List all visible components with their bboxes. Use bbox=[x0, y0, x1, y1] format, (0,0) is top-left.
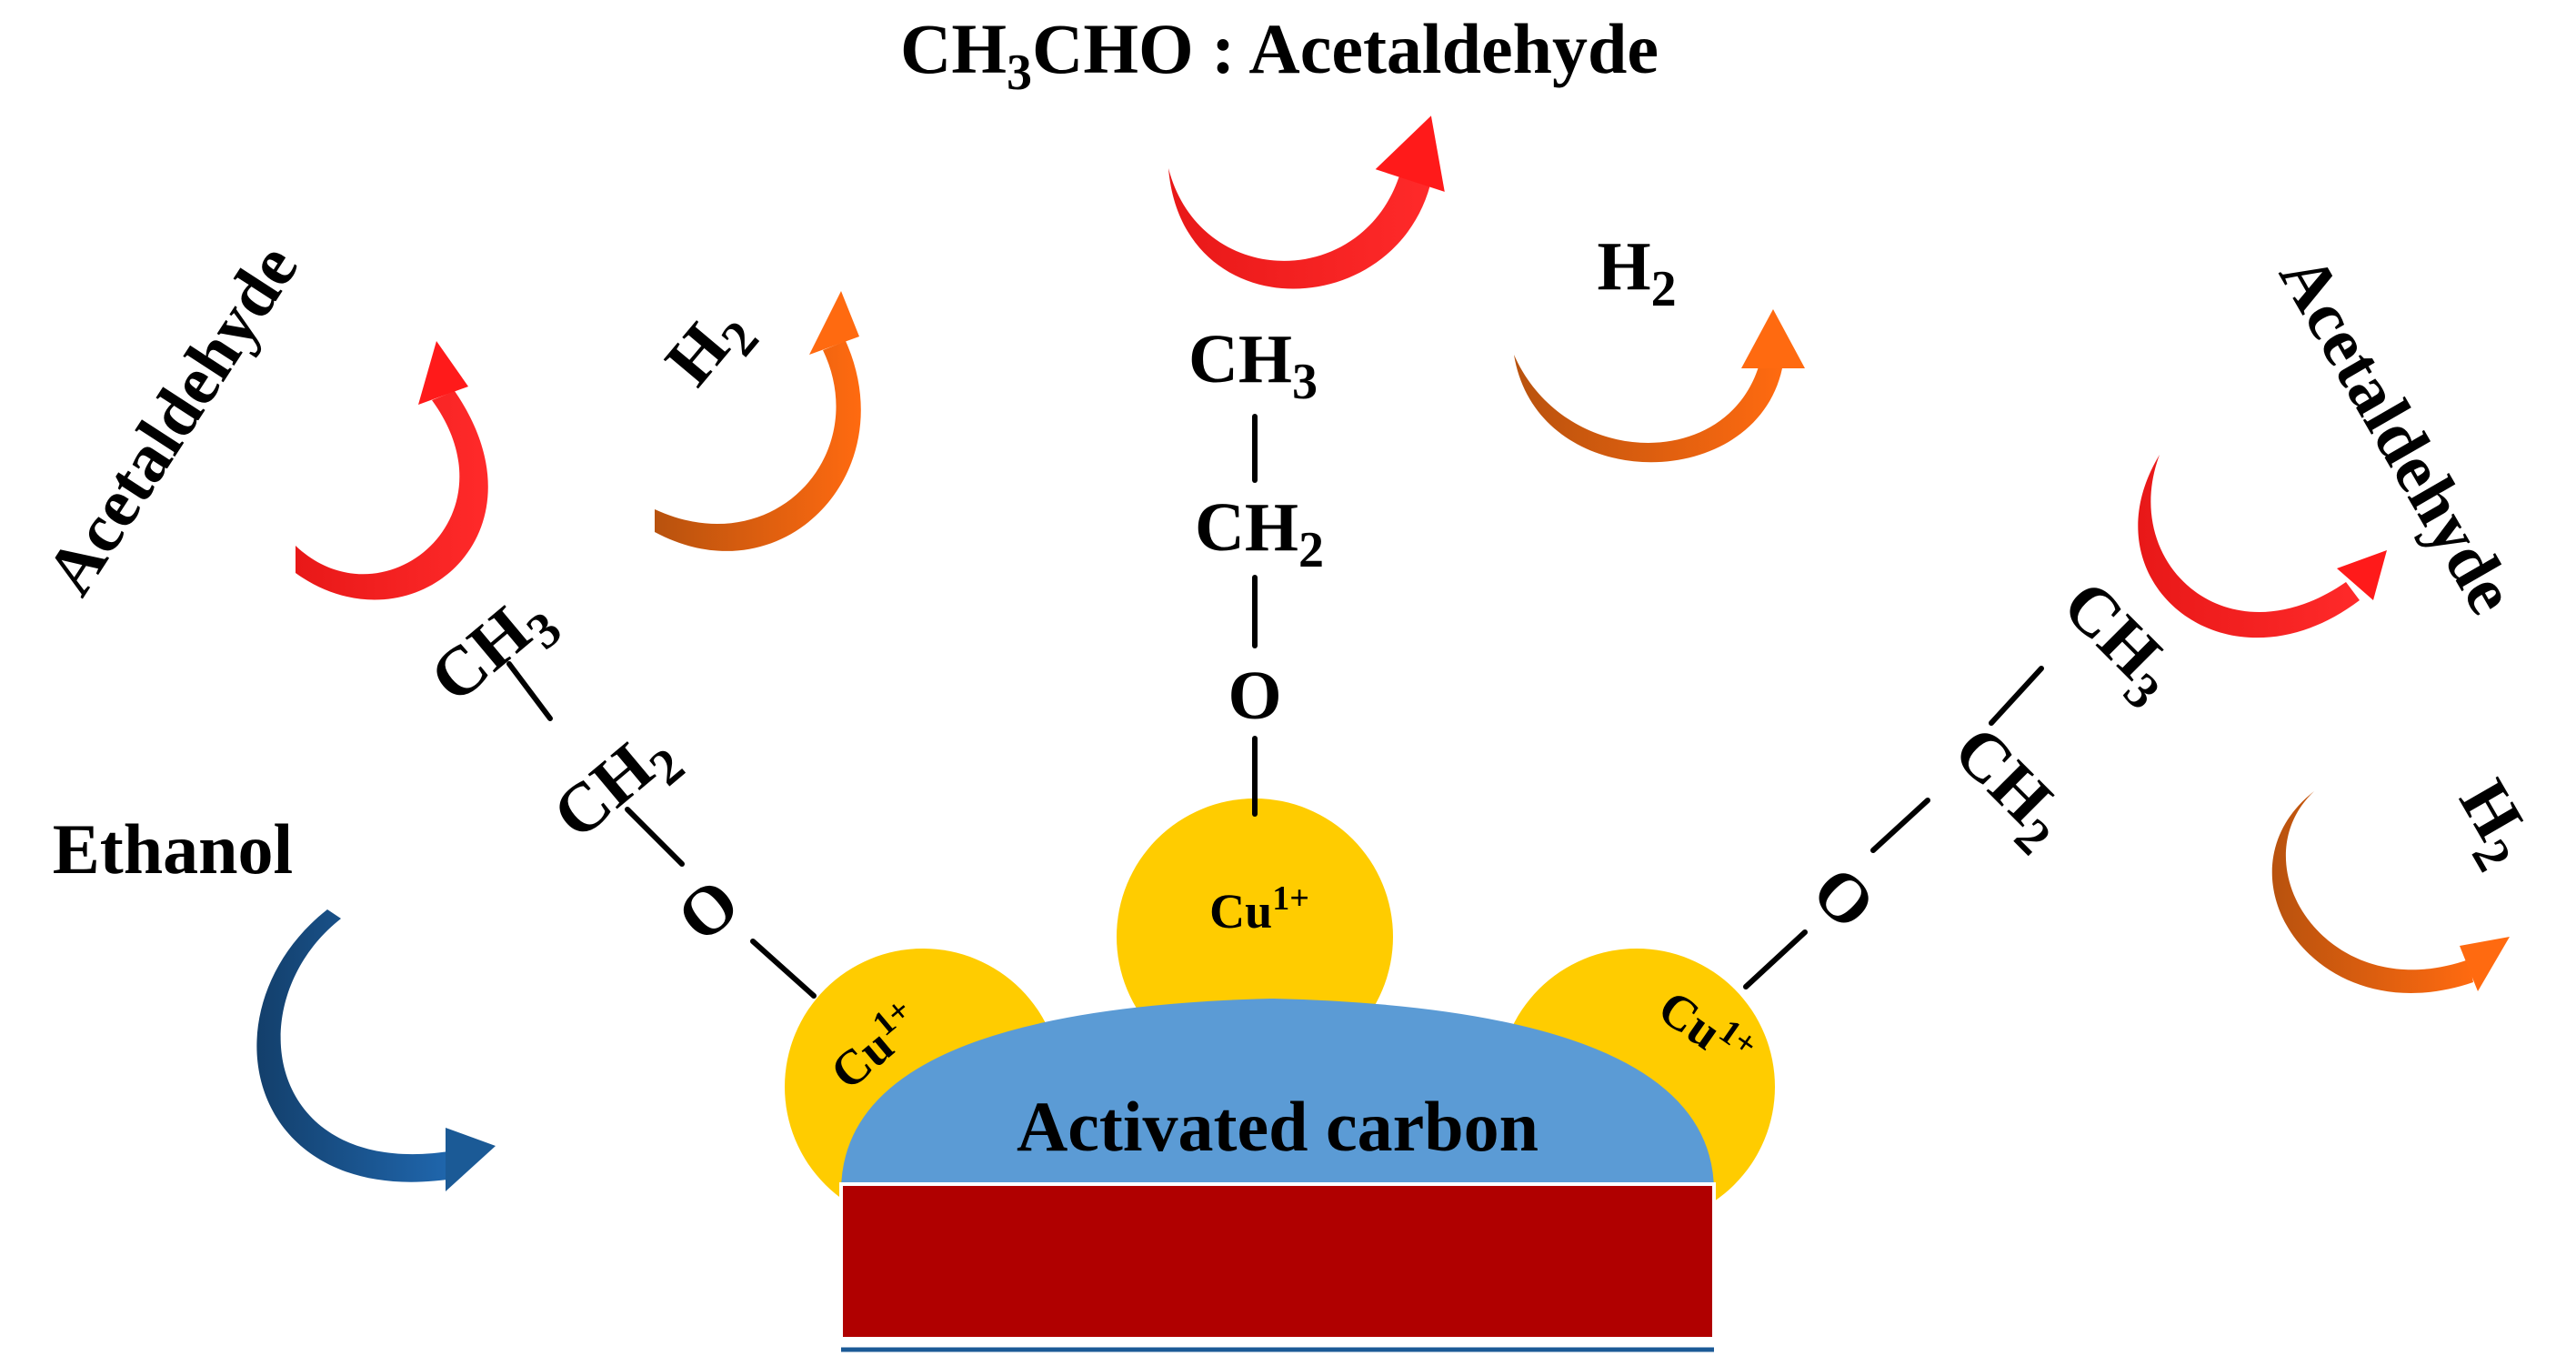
acetaldehyde-label-right: Acetaldehyde bbox=[2265, 242, 2531, 626]
left-oxygen: O bbox=[663, 864, 753, 957]
bond-right-2 bbox=[1870, 798, 1930, 853]
left-ch2: CH2 bbox=[539, 712, 696, 863]
cu-label-top: Cu1+ bbox=[1209, 879, 1309, 939]
acetaldehyde-arrow-top bbox=[1168, 116, 1445, 289]
right-oxygen: O bbox=[1798, 852, 1889, 944]
bond-right-3 bbox=[1743, 929, 1808, 989]
bond-left-2 bbox=[625, 807, 685, 867]
center-oxygen: O bbox=[1228, 658, 1281, 734]
center-ch3: CH3 bbox=[1188, 321, 1318, 410]
activated-carbon-body bbox=[841, 999, 1714, 1191]
h2-label-left: H2 bbox=[651, 290, 770, 408]
substrate-block bbox=[839, 1182, 1716, 1341]
molecule-center: CH3 CH2 O bbox=[1188, 321, 1324, 817]
left-ch3: CH3 bbox=[416, 576, 573, 727]
h2-arrow-top bbox=[1514, 309, 1805, 463]
center-ch2: CH2 bbox=[1195, 489, 1324, 578]
acetaldehyde-label-left: Acetaldehyde bbox=[31, 231, 313, 608]
acetaldehyde-arrow-left bbox=[296, 341, 488, 600]
ethanol-arrow bbox=[256, 909, 496, 1191]
ethanol-label: Ethanol bbox=[53, 809, 293, 889]
h2-arrow-right bbox=[2271, 791, 2510, 993]
catalyst-support: Activated carbon Cu1+ Cu1+ Cu1+ bbox=[785, 799, 1775, 1352]
molecule-left: CH3 CH2 O bbox=[416, 576, 817, 999]
bond-left-3 bbox=[750, 939, 817, 999]
h2-label-top: H2 bbox=[1597, 228, 1676, 317]
title-formula: CH3CHO : Acetaldehyde bbox=[900, 9, 1659, 101]
activated-carbon-label: Activated carbon bbox=[1017, 1087, 1539, 1166]
acetaldehyde-arrow-right bbox=[2138, 455, 2387, 638]
h2-label-right: H2 bbox=[2433, 768, 2550, 880]
h2-arrow-left bbox=[655, 291, 861, 551]
bond-right-1 bbox=[1989, 666, 2044, 726]
molecule-right: CH3 CH2 O bbox=[1743, 566, 2176, 989]
bond-left-1 bbox=[506, 661, 553, 721]
right-ch2: CH2 bbox=[1930, 711, 2085, 866]
